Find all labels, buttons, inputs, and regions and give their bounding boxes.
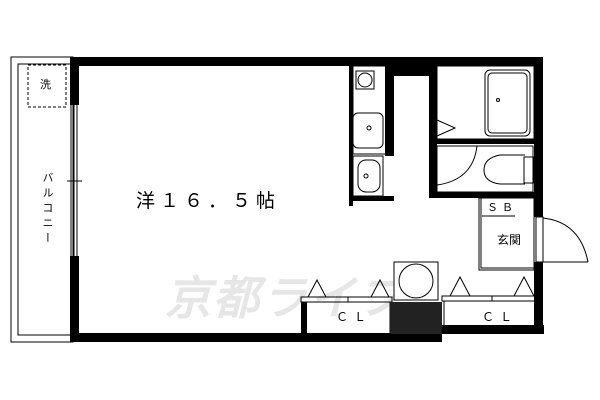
washing-machine	[390, 261, 442, 334]
exterior-walls	[70, 57, 544, 342]
toilet	[429, 144, 543, 198]
entrance	[478, 197, 589, 271]
washer-space-label: 洗	[40, 78, 51, 91]
bathroom	[429, 65, 535, 146]
balcony-label: バルコニー	[41, 172, 54, 247]
watermark: 京都ライフ	[165, 271, 405, 325]
entrance-label: 玄関	[497, 233, 522, 247]
kitchen	[349, 65, 434, 206]
shoe-box-label: ＳＢ	[487, 201, 517, 214]
main-room-label: 洋１６．５帖	[136, 190, 281, 212]
closet-2	[441, 275, 543, 334]
balcony-window	[67, 105, 82, 256]
closet-2-label: ＣＬ	[482, 310, 519, 324]
balcony	[10, 56, 74, 343]
closet-1-label: ＣＬ	[336, 310, 373, 324]
